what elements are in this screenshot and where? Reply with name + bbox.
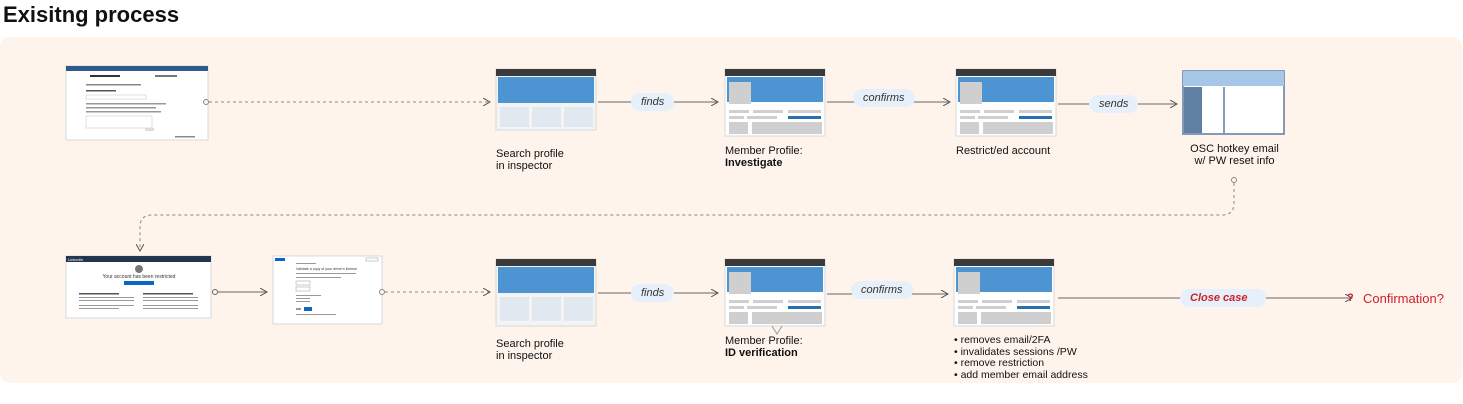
search-inspector-screen-2 — [495, 258, 597, 327]
search-inspector-screen-1 — [495, 68, 597, 131]
caption-member-2: Member Profile: ID verification — [725, 335, 803, 359]
connector-osc-to-restricted-page — [140, 183, 1235, 251]
restricted-page-screenshot: LinkedIn Your account has been restricte… — [65, 255, 212, 319]
verify-heading: Validate a copy of your driver's license — [296, 267, 357, 271]
restricted-account-screen — [955, 68, 1057, 137]
account-recovery-screen — [953, 258, 1055, 327]
caption-member-1: Member Profile: Investigate — [725, 145, 803, 169]
member-profile-screen-2 — [724, 258, 826, 335]
connector-dot-2 — [212, 289, 218, 295]
help-page-screenshot — [65, 65, 209, 141]
id-verification-page-screenshot: Validate a copy of your driver's license — [272, 255, 383, 325]
linkedin-logo: LinkedIn — [68, 257, 83, 262]
action-item: remove restriction — [954, 357, 1088, 370]
label-sends: sends — [1089, 95, 1139, 113]
action-item: invalidates sessions /PW — [954, 346, 1088, 359]
restricted-heading: Your account has been restricted — [103, 274, 176, 280]
member-profile-screen-1 — [724, 68, 826, 137]
caption-osc: OSC hotkey email w/ PW reset info — [1190, 143, 1279, 167]
action-list: removes email/2FA invalidates sessions /… — [954, 334, 1088, 382]
label-finds-1: finds — [631, 93, 675, 111]
caption-search-2: Search profile in inspector — [496, 338, 564, 362]
caption-restrict: Restrict/ed account — [956, 145, 1051, 157]
label-finds-2: finds — [631, 284, 675, 302]
connector-start-dot — [203, 99, 209, 105]
connector-loop-dot — [1231, 177, 1237, 183]
label-confirms-2: confirms — [851, 281, 913, 299]
confirmation-label: Confirmation? — [1363, 291, 1444, 306]
osc-email-screen — [1182, 70, 1285, 135]
question-mark: ? — [1347, 292, 1354, 304]
connector-dot-3 — [379, 289, 385, 295]
action-item: add member email address — [954, 369, 1088, 382]
label-close-case: Close case — [1180, 289, 1266, 307]
action-item: removes email/2FA — [954, 334, 1088, 347]
page-title: Exisitng process — [3, 2, 180, 27]
chevron-down-icon — [771, 325, 783, 335]
caption-search-1: Search profile in inspector — [496, 148, 564, 172]
label-confirms-1: confirms — [853, 89, 915, 107]
